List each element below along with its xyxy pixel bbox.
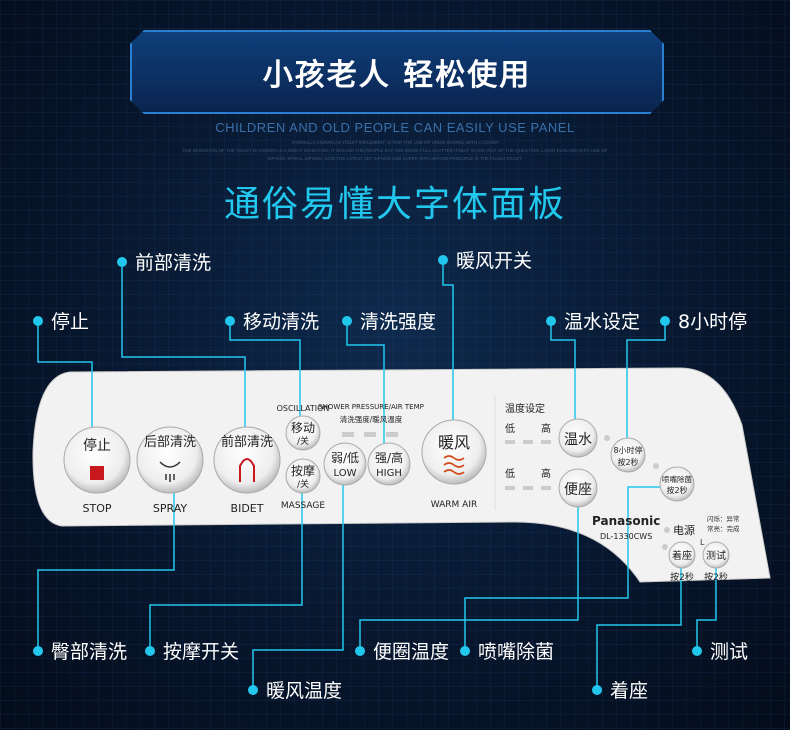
- callout-lines: [37, 260, 717, 690]
- callout-nozzle-clean: 喷嘴除菌: [478, 641, 554, 663]
- eight-hour-button[interactable]: 8小时停 按2秒: [610, 437, 646, 473]
- callout-wash-strength: 清洗强度: [360, 311, 436, 333]
- callout-water-temp: 温水设定: [564, 311, 640, 333]
- small-caption: THE INVENTION OF THE TOILET IS KNOWN AS …: [182, 148, 608, 153]
- small-caption: SIPHON, SPIRAL SIPHON, NOW THE LATEST JE…: [267, 156, 523, 161]
- spray-icon: [159, 461, 181, 482]
- stop-label: 停止: [83, 437, 111, 454]
- oscillation-button[interactable]: 移动 /关: [285, 415, 321, 451]
- bidet-en: BIDET: [231, 502, 264, 515]
- bidet-button[interactable]: 前部清洗: [213, 426, 281, 494]
- title-banner: 小孩老人 轻松使用: [130, 30, 664, 114]
- stop-button[interactable]: 停止: [63, 426, 131, 494]
- callout-eight-hour: 8小时停: [678, 311, 747, 333]
- high-label: 强/高: [375, 450, 403, 465]
- temp-setting-label: 温度设定: [505, 402, 545, 415]
- callout-rear-wash: 臀部清洗: [51, 641, 127, 663]
- warm-water-button[interactable]: 温水: [558, 418, 598, 458]
- seat-temp-button[interactable]: 便座: [558, 468, 598, 508]
- heading: 通俗易懂大字体面板: [223, 184, 566, 225]
- model-number: DL-1330CWS: [600, 532, 652, 541]
- indicator-light: [653, 463, 659, 469]
- seat-sensor-label: 着座: [672, 549, 692, 562]
- seat-hold-label: 按2秒: [670, 571, 694, 583]
- warm-air-label: 暖风: [438, 433, 470, 452]
- low-label: 弱/低: [331, 451, 359, 465]
- spray-button[interactable]: 后部清洗: [136, 426, 204, 494]
- low-button[interactable]: 弱/低 LOW: [323, 442, 367, 486]
- test-hold-label: 按2秒: [704, 571, 728, 583]
- seat-sensor-button[interactable]: 着座: [668, 541, 696, 569]
- warm-air-wave-icon: [443, 455, 465, 475]
- indicator-light: [604, 435, 610, 441]
- seat-low-label: 低: [505, 467, 515, 480]
- blink-legend: 闪烁：异常: [707, 514, 740, 523]
- spray-label: 后部清洗: [144, 435, 196, 450]
- warm-air-button[interactable]: 暖风: [421, 419, 487, 485]
- bidet-person-icon: [239, 458, 255, 482]
- water-high-label: 高: [541, 422, 551, 435]
- callout-front-wash: 前部清洗: [135, 252, 211, 274]
- callout-massage-switch: 按摩开关: [163, 641, 239, 663]
- callout-seat-temp: 便圈温度: [373, 641, 449, 663]
- callout-dots: [33, 255, 702, 695]
- seat-label: 便座: [564, 482, 592, 498]
- high-button[interactable]: 强/高 HIGH: [367, 442, 411, 486]
- seat-high-label: 高: [541, 467, 551, 480]
- warm-water-label: 温水: [564, 432, 592, 448]
- warm-air-en: WARM AIR: [431, 500, 478, 510]
- high-en: HIGH: [376, 468, 402, 479]
- test-button[interactable]: 测试: [702, 541, 730, 569]
- pressure-header-en: SHOWER PRESSURE/AIR TEMP: [318, 403, 424, 411]
- spray-en: SPRAY: [153, 502, 187, 515]
- seat-light: [662, 544, 668, 550]
- test-label: 测试: [706, 549, 726, 562]
- oscillation-label: 移动: [291, 421, 315, 435]
- temp-level-indicators: [505, 440, 551, 490]
- banner-title: 小孩老人 轻松使用: [262, 58, 532, 93]
- eight-hour-hold: 按2秒: [617, 457, 638, 467]
- stop-square-icon: [90, 466, 104, 480]
- callout-warm-air-temp: 暖风温度: [266, 680, 342, 702]
- power-light: [664, 527, 670, 533]
- small-caption: FORMALLY KNOWN AS TOILET IMPLEMENT, IS F…: [291, 140, 499, 145]
- english-subtitle: CHILDREN AND OLD PEOPLE CAN EASILY USE P…: [215, 120, 575, 135]
- power-label: 电源: [673, 523, 695, 537]
- oscillation-off: /关: [297, 435, 309, 447]
- massage-label: 按摩: [291, 463, 315, 478]
- callout-test: 测试: [710, 641, 748, 663]
- water-low-label: 低: [505, 422, 515, 435]
- massage-button[interactable]: 按摩 /关: [285, 458, 321, 494]
- massage-off: /关: [297, 478, 309, 490]
- eight-hour-label: 8小时停: [613, 445, 642, 455]
- massage-en: MASSAGE: [281, 501, 325, 511]
- pressure-header-cn: 清洗强度/暖风温度: [340, 414, 403, 424]
- bidet-label: 前部清洗: [221, 434, 273, 450]
- oscillation-en: OSCILLATION: [277, 404, 330, 413]
- callout-seat-sensor: 着座: [610, 680, 648, 702]
- callout-stop: 停止: [51, 311, 89, 333]
- l-mark: L: [700, 538, 705, 547]
- callout-warm-air-switch: 暖风开关: [456, 250, 532, 272]
- nozzle-label: 喷嘴除菌: [662, 474, 692, 484]
- pressure-level-indicators: [342, 432, 398, 437]
- brand-logo: Panasonic: [592, 514, 660, 528]
- stop-en: STOP: [83, 502, 112, 515]
- steady-legend: 常亮：完成: [707, 524, 740, 533]
- nozzle-hold: 按2秒: [666, 485, 687, 495]
- callout-move-wash: 移动清洗: [243, 311, 319, 333]
- low-en: LOW: [334, 468, 357, 479]
- nozzle-clean-button[interactable]: 喷嘴除菌 按2秒: [659, 466, 695, 502]
